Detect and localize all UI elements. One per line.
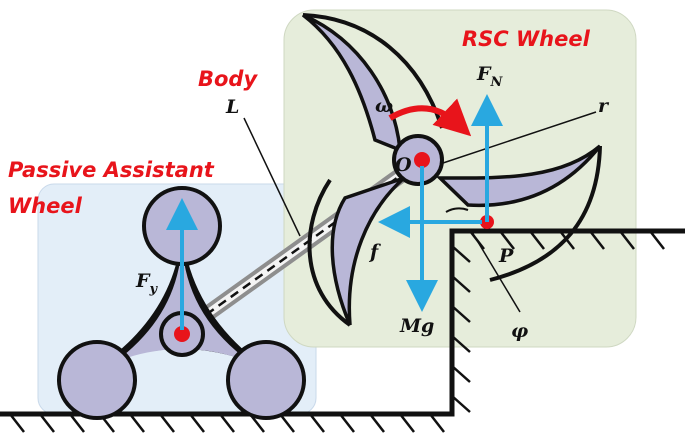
passive-wheel-label-line2: Wheel	[8, 194, 83, 218]
friction-label: f	[368, 241, 381, 263]
radius-label: r	[598, 95, 610, 117]
angle-phi-label: φ	[511, 320, 528, 342]
fy-label: Fy	[135, 270, 159, 297]
force-arrows	[166, 94, 503, 330]
body-label: Body	[198, 67, 258, 91]
contact-point-label: P	[498, 245, 514, 267]
omega-rotation-arrow	[388, 98, 472, 137]
passive-wheel-right-roller	[226, 340, 306, 420]
omega-label: ω	[375, 95, 393, 117]
passive-wheel-label-line1: Passive Assistant	[8, 158, 215, 182]
stepped-ground	[0, 228, 685, 433]
angle-phi-arc	[445, 207, 469, 213]
fn-label: FN	[476, 63, 504, 90]
rsc-wheel-center-dot	[414, 152, 430, 168]
rsc-wheel-label: RSC Wheel	[462, 27, 591, 51]
rsc-wheel	[301, 13, 602, 327]
passive-wheel-left-roller	[57, 340, 137, 420]
leader-lines	[243, 111, 597, 313]
center-label: O	[395, 154, 412, 176]
body-length-label: L	[225, 96, 239, 118]
weight-label: Mg	[399, 315, 434, 337]
passive-wheel-center-dot	[174, 326, 190, 342]
